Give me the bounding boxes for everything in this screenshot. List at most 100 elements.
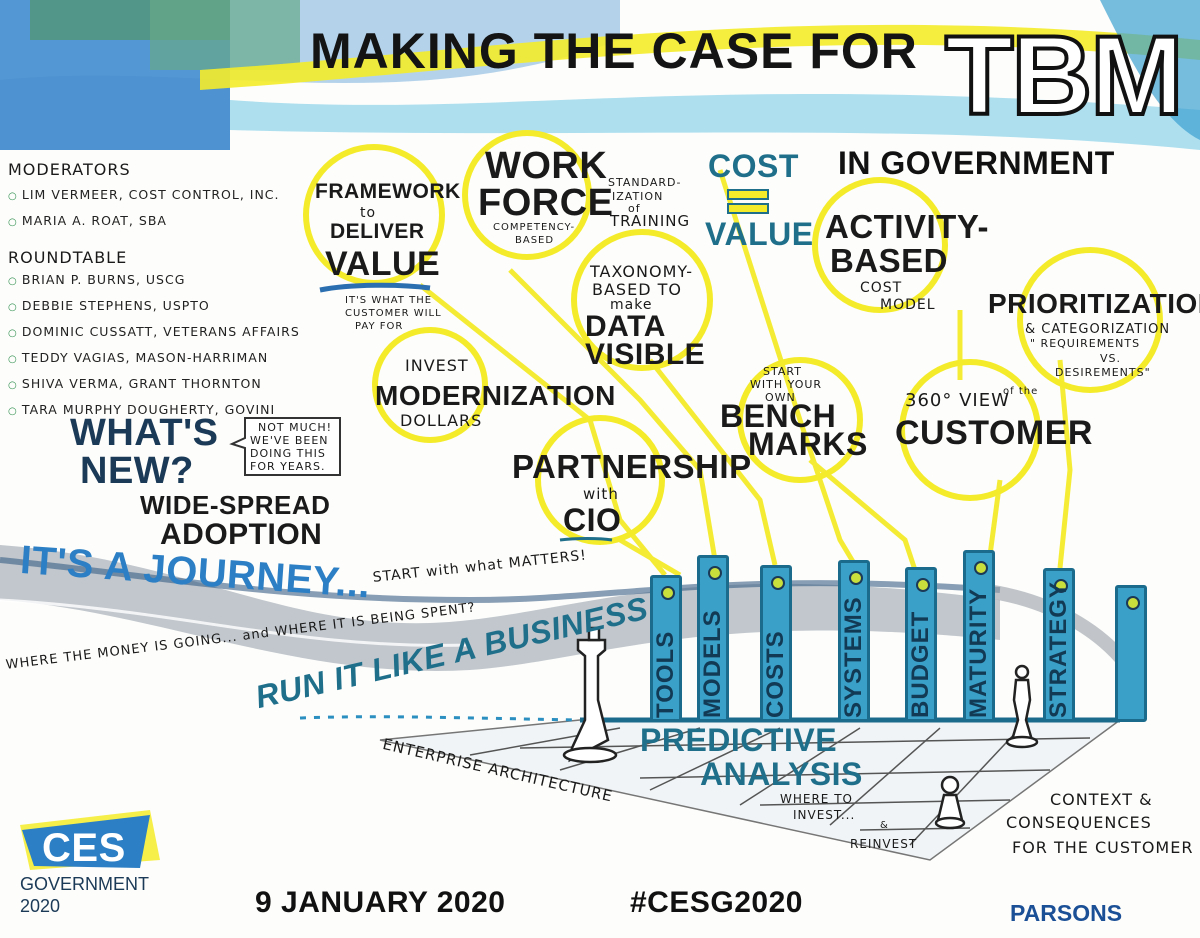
- framework-line-2: to: [360, 205, 377, 221]
- invest-line-3: &: [880, 820, 889, 831]
- framework-note: IT'S WHAT THE: [345, 295, 433, 306]
- taxonomy-visible: VISIBLE: [585, 338, 706, 371]
- workforce-line-2: FORCE: [478, 182, 614, 224]
- pillar-dot: [708, 566, 722, 580]
- benchmarks-line-4: BENCH: [720, 398, 837, 434]
- taxonomy-line-1: TAXONOMY-: [590, 262, 694, 281]
- moderators-list: LIM VERMEER, COST CONTROL, INC. MARIA A.…: [8, 183, 280, 235]
- pillar-strategy: [1043, 568, 1075, 722]
- pillar-dot: [1054, 579, 1068, 593]
- list-item: TARA MURPHY DOUGHERTY, GOVINI: [8, 398, 300, 424]
- taxonomy-line-2: BASED to: [592, 280, 682, 299]
- bishop-chess-piece-icon: [1005, 664, 1039, 749]
- pillar-label-strategy: STRATEGY: [1045, 581, 1072, 718]
- taxonomy-line-3: make: [610, 297, 653, 313]
- training-line-4: TRAINING: [610, 212, 691, 230]
- benchmarks-line-1: START: [763, 365, 802, 378]
- modernization-line-2: MODERNIZATION: [375, 380, 616, 411]
- pillar-dot: [849, 571, 863, 585]
- predictive-line-1: PREDICTIVE: [640, 722, 838, 758]
- partnership-line-2: with: [583, 485, 619, 503]
- pillar-maturity: [963, 550, 995, 722]
- prioritization-line-1: PRIORITIZATION: [988, 288, 1200, 319]
- cost-label: COST: [708, 148, 799, 184]
- prioritization-line-4: VS.: [1100, 352, 1122, 365]
- pillar-label-costs: COSTS: [762, 630, 789, 718]
- context-line-1: CONTEXT &: [1050, 790, 1153, 809]
- list-item: LIM VERMEER, COST CONTROL, INC.: [8, 183, 280, 209]
- workforce-line-3: COMPETENCY-: [493, 222, 576, 233]
- framework-line-3: DELIVER: [330, 220, 425, 243]
- adoption-line-2: ADOPTION: [160, 518, 323, 551]
- context-line-2: CONSEQUENCES: [1006, 813, 1152, 832]
- training-line-3: of: [628, 202, 641, 215]
- list-item: TEDDY VAGIAS, MASON-HARRIMAN: [8, 346, 300, 372]
- list-item: BRIAN P. BURNS, USCG: [8, 268, 300, 294]
- title-acronym: TBM: [943, 13, 1186, 138]
- benchmarks-line-3: OWN: [765, 391, 796, 404]
- event-hashtag: #CESG2020: [630, 886, 803, 919]
- idea-bubbles: [303, 130, 1163, 545]
- context-line-3: for the CUSTOMER: [1012, 838, 1194, 857]
- ces-logo-subtitle: GOVERNMENT: [20, 874, 150, 894]
- list-item: MARIA A. ROAT, SBA: [8, 209, 280, 235]
- ces-logo-mark: [20, 810, 160, 870]
- training-line-1: STANDARD-: [608, 176, 682, 189]
- activity-line-2: BASED: [830, 242, 949, 279]
- activity-line-1: ACTIVITY-: [825, 208, 990, 245]
- workforce-line-1: WORK: [485, 145, 608, 187]
- pillar-tools: [650, 575, 682, 722]
- benchmarks-line-2: WITH YOUR: [750, 378, 823, 391]
- pillar-models: [697, 555, 729, 722]
- pillar-label-maturity: MATURITY: [965, 587, 992, 718]
- customer-line-1: 360° VIEW: [905, 390, 1010, 411]
- speech-bubble-line: WE'VE BEEN: [250, 434, 329, 447]
- framework-value: VALUE: [325, 245, 441, 283]
- speech-bubble-line: NOT MUCH!: [258, 421, 333, 434]
- whats-new-heading: WHAT'S: [70, 412, 219, 454]
- pillar-dot: [974, 561, 988, 575]
- pillar-label-systems: SYSTEMS: [840, 596, 867, 718]
- roundtable-list: BRIAN P. BURNS, USCG DEBBIE STEPHENS, US…: [8, 268, 300, 424]
- activity-line-4: MODEL: [880, 297, 936, 313]
- pillar-label-models: MODELS: [699, 609, 726, 718]
- pawn-chess-piece-icon: [934, 775, 966, 830]
- partnership-line-1: PARTNERSHIP: [512, 448, 752, 485]
- prioritization-line-5: DESIREMENTS": [1055, 366, 1151, 379]
- framework-note: PAY FOR: [355, 321, 404, 332]
- customer-line-3: CUSTOMER: [895, 414, 1093, 452]
- pillar-label-tools: TOOLS: [652, 630, 679, 718]
- pillar-dot: [661, 586, 675, 600]
- top-left-color-wash: [0, 0, 1200, 150]
- activity-line-3: COST: [860, 280, 903, 296]
- pillar-dot: [916, 578, 930, 592]
- partnership-line-3: CIO: [563, 502, 622, 538]
- whats-new-heading-2: NEW?: [80, 450, 194, 492]
- adoption-line-1: WIDE-SPREAD: [140, 490, 331, 520]
- list-item: DEBBIE STEPHENS, USPTO: [8, 294, 300, 320]
- invest-line-2: INVEST...: [793, 808, 856, 822]
- training-line-2: IZATION: [612, 190, 664, 203]
- sponsor-logo: PARSONS: [1010, 900, 1123, 926]
- equals-sign: [727, 189, 769, 214]
- speech-bubble-line: FOR YEARS.: [250, 460, 326, 473]
- page-title: MAKING THE CASE FOR: [310, 23, 918, 79]
- benchmarks-line-5: MARKS: [748, 426, 868, 462]
- pillar-budget: [905, 567, 937, 722]
- value-label: VALUE: [705, 216, 814, 252]
- ces-logo-year: 2020: [20, 896, 61, 916]
- modernization-line-3: DOLLARS: [400, 411, 483, 430]
- framework-line-1: FRAMEWORK: [315, 180, 461, 203]
- pillar-dot: [1126, 596, 1140, 610]
- taxonomy-data: DATA: [585, 310, 666, 343]
- pillar-blank: [1115, 585, 1147, 722]
- predictive-line-2: ANALYSIS: [700, 756, 863, 792]
- pillar-label-budget: BUDGET: [907, 610, 934, 718]
- list-item: SHIVA VERMA, GRANT THORNTON: [8, 372, 300, 398]
- pillar-costs: [760, 565, 792, 722]
- invest-line-4: REINVEST: [850, 837, 918, 851]
- framework-note: CUSTOMER WILL: [345, 308, 442, 319]
- pillar-systems: [838, 560, 870, 722]
- pillar-dot: [771, 576, 785, 590]
